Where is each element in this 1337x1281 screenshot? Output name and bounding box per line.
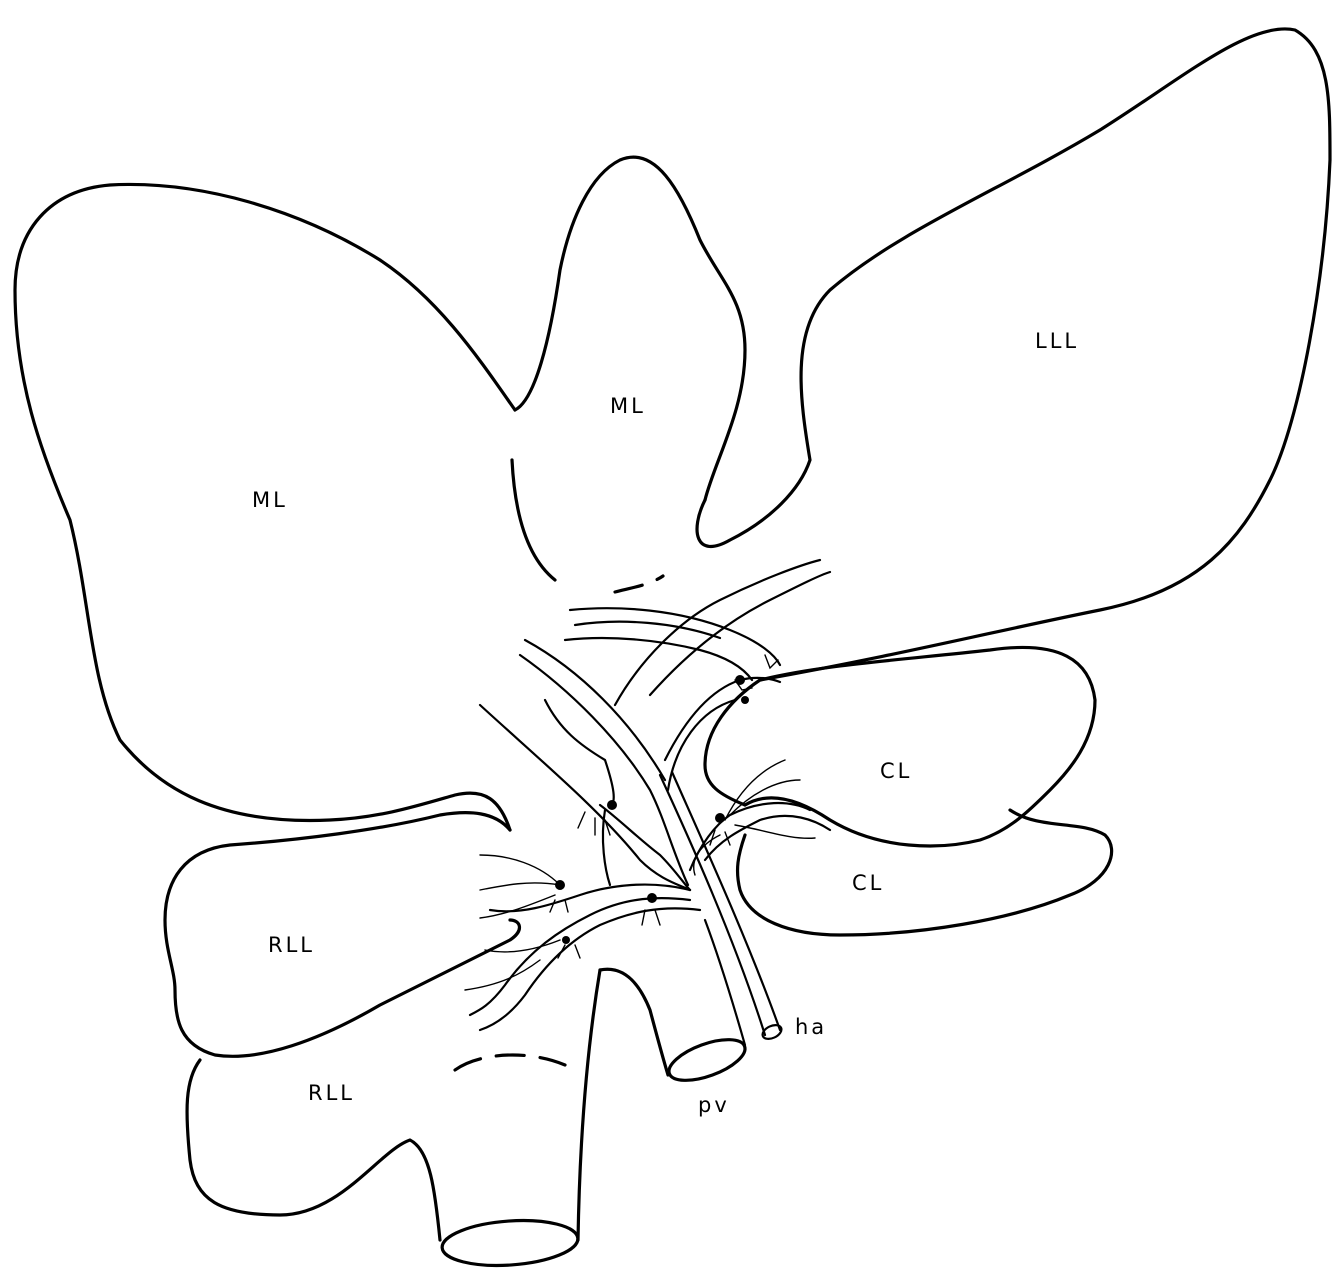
left-lateral-lobe-outline: [697, 29, 1330, 680]
vessel-right-fan-1: [480, 855, 560, 885]
vena-cava-outline: [578, 970, 600, 1240]
caudate-lobe-lower-outline: [738, 810, 1112, 935]
vessel-upper-a: [570, 608, 780, 665]
portal-vein-opening: [664, 1031, 750, 1088]
vessel-upper-b: [565, 638, 752, 680]
label-caudate-lobe-upper: CL: [880, 759, 912, 783]
median-lobe-dashed: [615, 576, 663, 592]
vena-cava-opening: [441, 1216, 580, 1269]
right-lateral-lobe-upper-outline: [165, 813, 519, 1057]
ligature-knot-5: [647, 893, 657, 903]
ligature-knot-6: [607, 800, 617, 810]
vessel-right-fan-2: [480, 883, 560, 890]
vessel-right-c: [480, 908, 700, 1030]
portal-vein-right-wall: [705, 920, 745, 1045]
vessel-right-fan-4: [465, 960, 540, 990]
label-median-lobe-center: ML: [610, 394, 646, 418]
ligature-knot-4: [555, 880, 565, 890]
vessel-upper-c: [575, 622, 720, 638]
vessel-ml-branch: [545, 700, 614, 805]
arrow-mark-3: [550, 900, 660, 925]
ligature-knot-1: [735, 675, 745, 685]
label-left-lateral-lobe: LLL: [1035, 329, 1079, 353]
hepatic-artery-opening: [760, 1022, 783, 1041]
label-hepatic-artery: ha: [795, 1015, 827, 1039]
vessel-portal-branch: [600, 805, 690, 890]
label-portal-vein: pv: [698, 1093, 730, 1117]
vessel-main-left: [480, 705, 690, 890]
vena-cava-dashed: [455, 1055, 565, 1070]
ligature-knot-3: [715, 813, 725, 823]
ligature-knot-2: [741, 696, 749, 704]
portal-vein-left-wall: [600, 969, 668, 1075]
label-median-lobe-left: ML: [252, 488, 288, 512]
label-caudate-lobe-lower: CL: [852, 871, 884, 895]
ligature-knot-7: [562, 936, 570, 944]
hepatic-artery-right-wall: [672, 772, 780, 1030]
median-lobe-center-outline: [515, 157, 745, 500]
label-right-lateral-lobe-upper: RLL: [268, 933, 315, 957]
median-lobe-left-notch: [512, 460, 555, 580]
label-right-lateral-lobe-lower: RLL: [308, 1081, 355, 1105]
vessel-caudate-fan-3: [735, 825, 815, 838]
caudate-lobe-upper-inner: [705, 680, 760, 805]
